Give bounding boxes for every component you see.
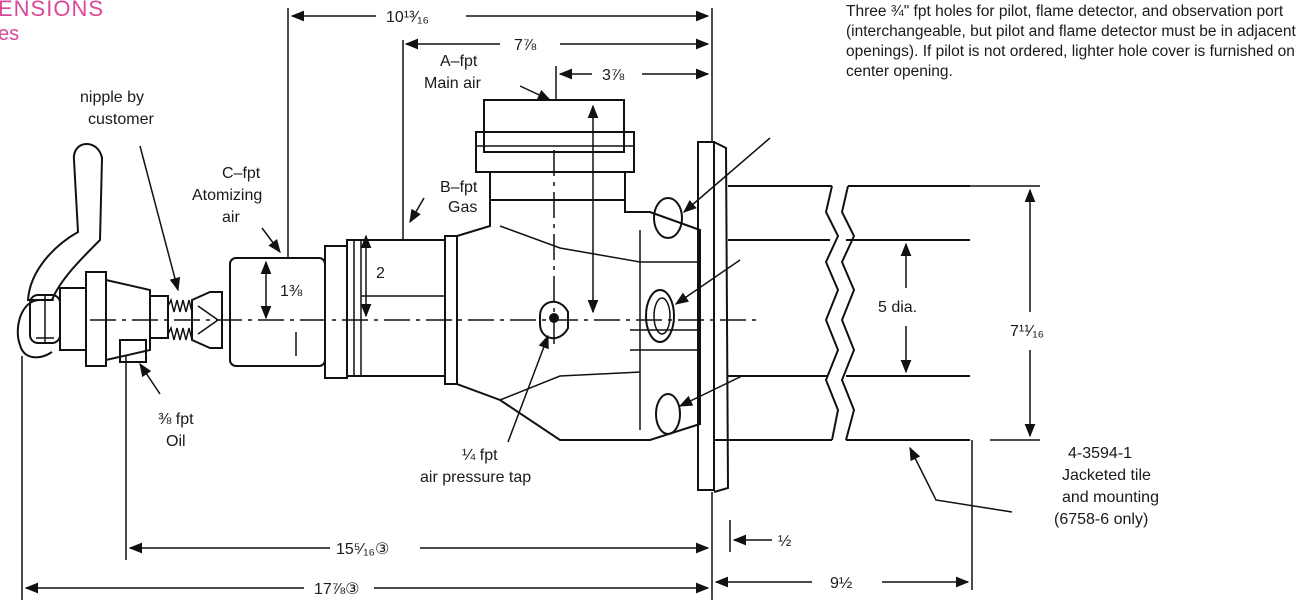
leader-upper-port bbox=[682, 137, 771, 213]
label-jacketed-3: and mounting bbox=[1062, 489, 1159, 506]
leader-pressure-tap bbox=[507, 334, 549, 443]
label-jacketed-4: (6758-6 only) bbox=[1054, 511, 1148, 528]
leader-gas bbox=[409, 197, 425, 224]
dimension-lines bbox=[24, 10, 1036, 594]
dim-1-3-8: 1⅜ bbox=[280, 283, 303, 300]
dim-3-7-8: 3⅞ bbox=[602, 67, 625, 84]
mounting-plate bbox=[697, 141, 715, 491]
valve-collar bbox=[149, 295, 169, 339]
leader-center-port bbox=[674, 259, 741, 305]
labels: nipple by customer C–fpt Atomizing air B… bbox=[80, 53, 1159, 528]
label-oil-2: Oil bbox=[166, 433, 186, 450]
dim-9-half: 9½ bbox=[830, 575, 852, 592]
gas-flange bbox=[444, 235, 458, 385]
leader-atomizing bbox=[261, 227, 281, 254]
dim-10-13-16: 10¹³⁄₁₆ bbox=[386, 9, 429, 26]
upper-port-hole bbox=[653, 197, 683, 239]
extension-lines bbox=[21, 8, 973, 600]
tile-break-line-1 bbox=[824, 185, 840, 441]
hex-fitting bbox=[191, 291, 223, 349]
leader-oil bbox=[139, 362, 161, 395]
label-jacketed-2: Jacketed tile bbox=[1062, 467, 1151, 484]
header-subtitle: es bbox=[0, 23, 19, 45]
label-atomizing-3: air bbox=[222, 209, 240, 226]
jacketed-tile bbox=[714, 185, 1040, 441]
leader-arrows bbox=[139, 85, 1013, 513]
dim-7-11-16: 7¹¹⁄₁₆ bbox=[1010, 323, 1044, 340]
burner-body bbox=[16, 99, 736, 493]
leader-main-air bbox=[519, 85, 552, 101]
center-port-hole bbox=[645, 289, 675, 343]
dimension-values: 10¹³⁄₁₆ 7⅞ 3⅞ 1⅜ 2 5 dia. 7¹¹⁄₁₆ 15⁵⁄₁₆③… bbox=[280, 9, 1044, 598]
main-air-pipe bbox=[483, 99, 625, 153]
label-atomizing-2: Atomizing bbox=[192, 187, 262, 204]
air-pressure-tap bbox=[539, 301, 569, 339]
dim-15-5-16: 15⁵⁄₁₆③ bbox=[336, 541, 389, 558]
valve-stem-body bbox=[85, 271, 107, 367]
leader-jacketed bbox=[909, 446, 1013, 513]
gas-body-collar bbox=[324, 245, 348, 379]
tile-break-line-2 bbox=[840, 185, 856, 441]
oil-valve-handle bbox=[26, 143, 104, 301]
label-jacketed-1: 4-3594-1 bbox=[1068, 445, 1132, 462]
hex-fitting-detail bbox=[197, 305, 220, 335]
dim-7-7-8: 7⅞ bbox=[514, 37, 537, 54]
label-atomizing-1: C–fpt bbox=[222, 165, 261, 182]
label-gas-1: B–fpt bbox=[440, 179, 478, 196]
dim-2: 2 bbox=[376, 265, 385, 282]
dim-5-dia: 5 dia. bbox=[878, 299, 917, 316]
nipple-spring bbox=[167, 297, 193, 341]
leader-lower-port bbox=[678, 375, 743, 407]
label-pressure-tap-2: air pressure tap bbox=[420, 469, 531, 486]
dim-half: ½ bbox=[778, 533, 791, 550]
dim-17-7-8: 17⅞③ bbox=[314, 581, 359, 598]
label-main-air-1: A–fpt bbox=[440, 53, 478, 70]
valve-cone bbox=[105, 278, 151, 362]
center-port-hole-inner bbox=[653, 297, 671, 335]
valve-flange bbox=[59, 287, 87, 351]
oil-inlet bbox=[119, 339, 147, 363]
label-nipple-2: customer bbox=[88, 111, 154, 128]
label-main-air-2: Main air bbox=[424, 75, 482, 92]
atomizing-air-body bbox=[229, 257, 326, 367]
label-pressure-tap-1: ¼ fpt bbox=[462, 447, 498, 464]
port-holes-note: Three ¾" fpt holes for pilot, flame dete… bbox=[846, 3, 1296, 80]
lower-port-hole bbox=[655, 393, 681, 435]
label-gas-2: Gas bbox=[448, 199, 477, 216]
header-title: ENSIONS bbox=[0, 0, 104, 21]
main-air-pipe-flange bbox=[475, 131, 635, 173]
valve-nut-detail bbox=[36, 295, 54, 343]
mounting-plate-edge bbox=[713, 141, 730, 493]
housing-inner-lines bbox=[499, 225, 700, 430]
label-oil-1: ⅜ fpt bbox=[158, 411, 194, 428]
valve-bracket bbox=[16, 299, 53, 359]
leader-nipple bbox=[139, 145, 181, 292]
label-nipple-1: nipple by bbox=[80, 89, 144, 106]
